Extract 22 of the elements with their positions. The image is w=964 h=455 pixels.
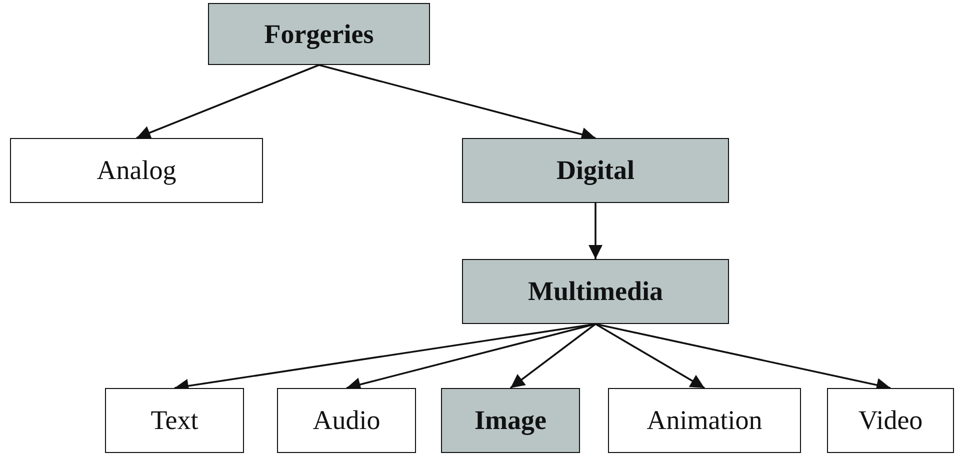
box-label: Digital xyxy=(556,155,634,186)
arrow xyxy=(595,323,705,389)
category-box xyxy=(105,388,244,453)
category-box xyxy=(462,138,729,203)
box-label: Animation xyxy=(646,405,762,436)
arrow xyxy=(588,203,602,259)
category-box xyxy=(462,259,729,324)
box-label: Multimedia xyxy=(528,276,663,307)
category-box xyxy=(827,388,954,453)
category-box xyxy=(208,3,430,65)
category-box xyxy=(277,388,416,453)
category-box xyxy=(10,138,263,203)
arrow xyxy=(510,323,596,389)
box-label: Analog xyxy=(96,155,176,186)
box-label: Text xyxy=(150,405,198,436)
category-box xyxy=(608,388,801,453)
box-label: Video xyxy=(858,405,923,436)
box-label: Audio xyxy=(312,405,380,436)
category-box xyxy=(441,388,580,453)
box-label: Image xyxy=(474,405,546,436)
arrow xyxy=(136,64,320,140)
box-label: Forgeries xyxy=(264,18,374,50)
